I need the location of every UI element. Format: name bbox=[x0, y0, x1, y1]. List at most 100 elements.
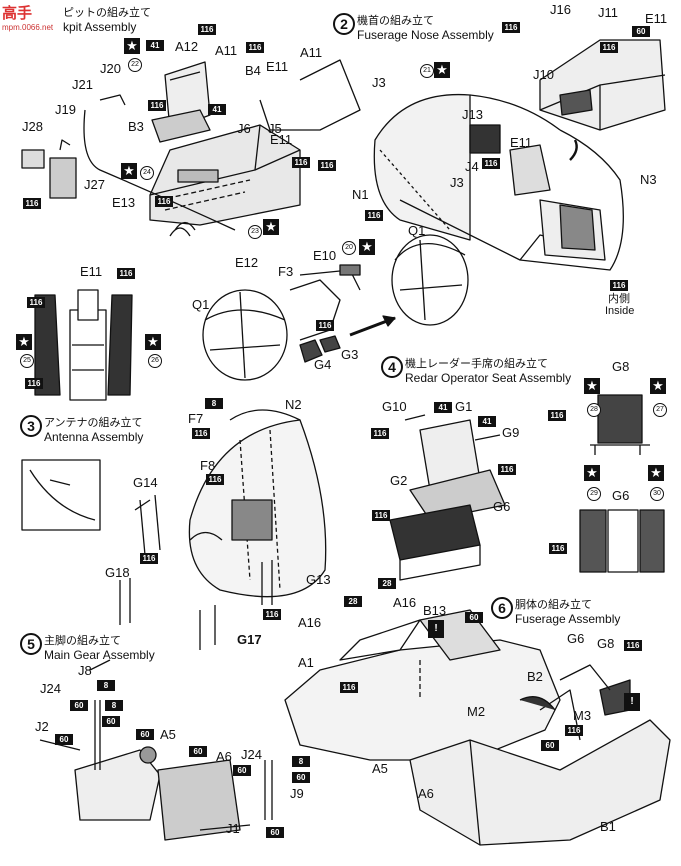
part-label-j19: J19 bbox=[55, 102, 76, 117]
watermark: 高手 mpm.0066.net bbox=[2, 2, 53, 32]
frame-f3 bbox=[289, 279, 341, 341]
paint-code-28: 28 bbox=[344, 596, 362, 607]
part-label-g17: G17 bbox=[237, 632, 262, 647]
paint-code-116: 116 bbox=[23, 198, 41, 209]
paint-code-60: 60 bbox=[233, 765, 251, 776]
part-label-m2: M2 bbox=[467, 704, 486, 719]
warning-icon: ! bbox=[624, 693, 640, 711]
part-label-g6-panel: G6 bbox=[612, 488, 630, 503]
part-label-g3: G3 bbox=[341, 347, 359, 362]
fuselage-drawing bbox=[284, 609, 671, 846]
step-5-title-en: Main Gear Assembly bbox=[44, 648, 155, 662]
part-label-j1: J1 bbox=[226, 821, 240, 836]
decal-number: 21 bbox=[420, 64, 434, 78]
pilot-seat-drawing bbox=[151, 61, 211, 143]
decal-star-icon: ★ bbox=[263, 219, 279, 235]
part-label-j21: J21 bbox=[72, 77, 93, 92]
paint-code-41: 41 bbox=[208, 104, 226, 115]
paint-code-116: 116 bbox=[192, 428, 210, 439]
paint-code-60: 60 bbox=[102, 716, 120, 727]
decal-number: 22 bbox=[128, 58, 142, 72]
decal-star-icon: ★ bbox=[648, 465, 664, 481]
step-4-title-jp: 機上レーダー手席の組み立て bbox=[405, 358, 548, 370]
part-label-n2: N2 bbox=[285, 397, 302, 412]
step-5-title-jp: 主脚の組み立て bbox=[44, 635, 121, 647]
paint-code-41: 41 bbox=[478, 416, 496, 427]
paint-code-8: 8 bbox=[105, 700, 123, 711]
paint-code-116: 116 bbox=[340, 682, 358, 693]
part-label-f3: F3 bbox=[278, 264, 294, 279]
part-label-a16: A16 bbox=[393, 595, 417, 610]
step-6-title-jp: 胴体の組み立て bbox=[515, 599, 592, 611]
watermark-url: mpm.0066.net bbox=[2, 23, 54, 32]
paint-code-8: 8 bbox=[97, 680, 115, 691]
paint-code-60: 60 bbox=[632, 26, 650, 37]
decal-star-icon: ★ bbox=[145, 334, 161, 350]
part-label-b4: B4 bbox=[245, 63, 261, 78]
watermark-text: 高手 bbox=[2, 5, 33, 22]
part-label-g18: G18 bbox=[105, 565, 130, 580]
decal-number: 30 bbox=[650, 487, 664, 501]
part-label-j13: J13 bbox=[462, 107, 483, 122]
part-label-j5: J5 bbox=[268, 121, 282, 136]
part-label-j24-right: J24 bbox=[241, 747, 262, 762]
decal-number: 24 bbox=[140, 166, 154, 180]
part-label-inside-jp: 内側 bbox=[608, 293, 630, 305]
nose-glazing-q1 bbox=[391, 234, 469, 326]
paint-code-116: 116 bbox=[140, 553, 158, 564]
step-3-number: 3 bbox=[20, 415, 42, 437]
paint-code-116: 116 bbox=[624, 640, 642, 651]
part-label-g13: G13 bbox=[306, 572, 331, 587]
part-label-g1: G1 bbox=[455, 399, 473, 414]
paint-code-116: 116 bbox=[365, 210, 383, 221]
paint-code-60: 60 bbox=[292, 772, 310, 783]
part-label-j24: J24 bbox=[40, 681, 61, 696]
part-label-m3: M3 bbox=[573, 708, 592, 723]
paint-code-116: 116 bbox=[198, 24, 216, 35]
paint-code-28: 28 bbox=[378, 578, 396, 589]
paint-code-116: 116 bbox=[292, 157, 310, 168]
part-label-g6-fuselage: G6 bbox=[567, 631, 585, 646]
part-label-e12: E12 bbox=[235, 255, 259, 270]
step-2-title-jp: 機首の組み立て bbox=[357, 15, 434, 27]
paint-code-116: 116 bbox=[246, 42, 264, 53]
paint-code-116: 116 bbox=[600, 42, 618, 53]
step-4-title-en: Redar Operator Seat Assembly bbox=[405, 371, 572, 385]
arrow-curve bbox=[569, 139, 578, 161]
warning-icon: ! bbox=[428, 620, 444, 638]
antenna-fuselage-drawing bbox=[188, 409, 327, 598]
part-label-g8-fuselage: G8 bbox=[597, 636, 615, 651]
paint-code-116: 116 bbox=[565, 725, 583, 736]
part-label-j8: J8 bbox=[78, 663, 92, 678]
step-4-number: 4 bbox=[381, 356, 403, 378]
part-label-j10: J10 bbox=[533, 67, 554, 82]
part-label-b13: B13 bbox=[423, 603, 447, 618]
step-1-title-jp: ピットの組み立て bbox=[63, 7, 151, 19]
paint-code-116: 116 bbox=[27, 297, 45, 308]
paint-code-41: 41 bbox=[146, 40, 164, 51]
part-label-j11: J11 bbox=[598, 5, 618, 20]
paint-code-60: 60 bbox=[70, 700, 88, 711]
paint-code-60: 60 bbox=[189, 746, 207, 757]
wire-j19 bbox=[83, 109, 236, 231]
paint-code-116: 116 bbox=[482, 158, 500, 169]
paint-code-116: 116 bbox=[206, 474, 224, 485]
part-label-a11: A11 bbox=[215, 43, 238, 58]
nose-deck-drawing bbox=[539, 39, 666, 131]
paint-code-41: 41 bbox=[434, 402, 452, 413]
paint-code-60: 60 bbox=[465, 612, 483, 623]
paint-code-116: 116 bbox=[549, 543, 567, 554]
part-label-a1: A1 bbox=[298, 655, 314, 670]
part-label-j3: J3 bbox=[372, 75, 386, 90]
paint-code-60: 60 bbox=[266, 827, 284, 838]
part-label-b1: B1 bbox=[600, 819, 616, 834]
part-label-j28: J28 bbox=[22, 119, 43, 134]
part-label-j27: J27 bbox=[84, 177, 105, 192]
part-label-a6: A6 bbox=[216, 749, 232, 764]
paint-code-116: 116 bbox=[316, 320, 334, 331]
radar-panel-g6 bbox=[579, 509, 665, 573]
part-label-g6: G6 bbox=[493, 499, 511, 514]
main-gear-drawing bbox=[39, 659, 273, 841]
part-label-e11: E11 bbox=[266, 59, 289, 74]
